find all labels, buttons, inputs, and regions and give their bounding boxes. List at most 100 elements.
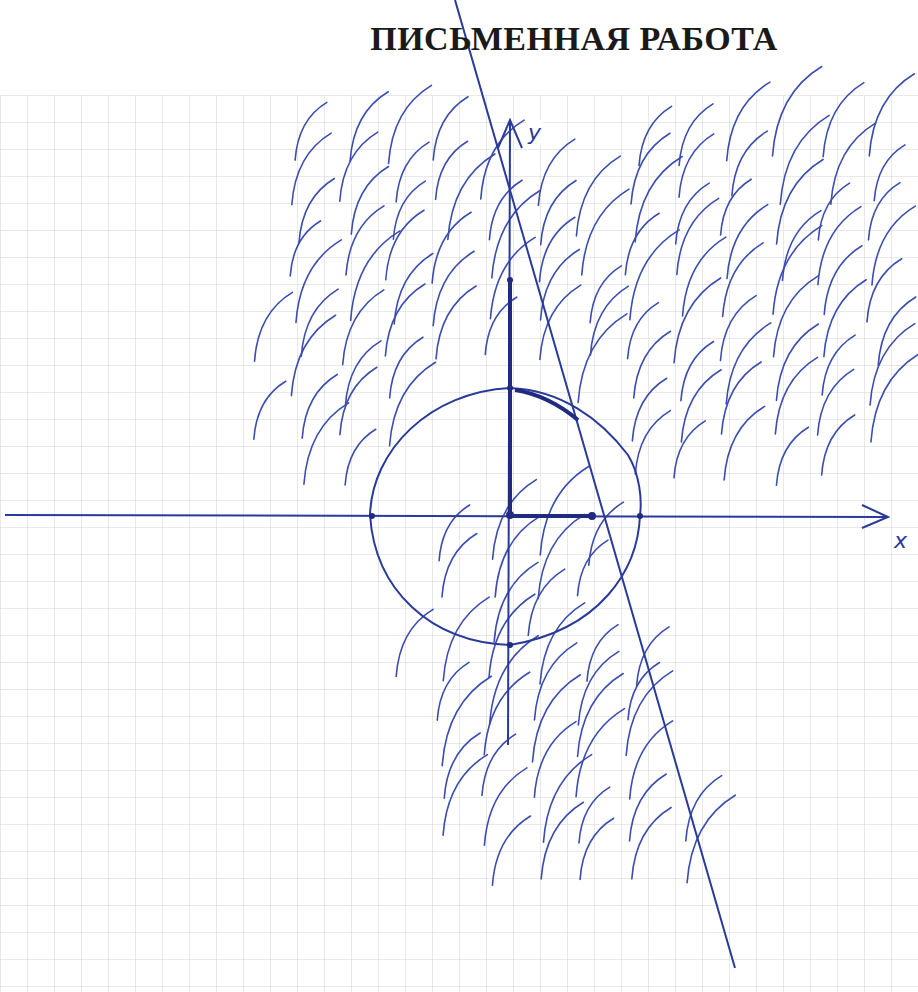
hatching: [254, 67, 918, 886]
hatch-stroke: [628, 303, 659, 359]
hatch-stroke: [292, 133, 331, 204]
hatch-stroke: [540, 603, 585, 684]
hatch-stroke: [538, 139, 575, 205]
thick-segment: [508, 280, 512, 515]
hatch-stroke: [732, 131, 767, 195]
axis-label: y: [526, 120, 543, 145]
hatch-stroke: [635, 411, 670, 475]
x-arrow: [862, 505, 888, 528]
hatch-stroke: [634, 331, 671, 398]
hatch-stroke: [686, 776, 722, 841]
hatch-stroke: [870, 324, 915, 405]
hatch-stroke: [291, 315, 335, 395]
hatch-stroke: [683, 237, 726, 316]
hatch-stroke: [493, 480, 537, 560]
hatch-stroke: [818, 207, 861, 285]
hatch-stroke: [484, 768, 527, 845]
hatch-stroke: [772, 67, 821, 156]
point: [507, 277, 513, 283]
hatch-stroke: [390, 337, 423, 398]
hatch-stroke: [580, 818, 614, 879]
hatch-stroke: [439, 505, 470, 561]
grid-paper: [0, 95, 918, 992]
hatch-stroke: [541, 249, 580, 320]
hatch-stroke: [630, 774, 667, 841]
hatch-stroke: [534, 722, 576, 798]
hatch-stroke: [721, 362, 761, 434]
hatch-stroke: [350, 92, 388, 161]
hatch-stroke: [389, 85, 432, 163]
y-arrow: [498, 120, 522, 148]
hatch-stroke: [433, 251, 474, 325]
hatch-stroke: [576, 709, 624, 797]
hatch-stroke: [687, 795, 735, 883]
axis-label: x: [892, 528, 909, 553]
hatch-stroke: [632, 807, 671, 878]
hatch-stroke: [631, 133, 670, 204]
hatch-stroke: [484, 672, 529, 755]
hatch-stroke: [869, 74, 914, 156]
hatch-stroke: [823, 83, 864, 157]
hatch-stroke: [296, 240, 341, 323]
hatch-stroke: [541, 180, 576, 244]
hatch-stroke: [304, 403, 349, 484]
hatch-stroke: [532, 675, 580, 762]
hatch-stroke: [822, 415, 855, 475]
hatch-stroke: [630, 230, 679, 320]
hatch-stroke: [346, 206, 384, 275]
hatch-stroke: [436, 141, 468, 199]
point: [507, 385, 513, 391]
hatch-stroke: [676, 183, 709, 244]
hatch-stroke: [775, 357, 817, 434]
hatch-stroke: [290, 221, 320, 276]
hatch-stroke: [720, 296, 756, 361]
hatch-stroke: [871, 353, 918, 442]
hatch-stroke: [340, 367, 377, 434]
hatch-stroke: [872, 206, 915, 285]
hatch-stroke: [625, 213, 659, 275]
hatch-stroke: [343, 290, 384, 365]
hatch-stroke: [394, 254, 433, 324]
point: [506, 511, 514, 519]
hatch-stroke: [255, 292, 293, 361]
hatch-stroke: [824, 246, 862, 315]
hatch-stroke: [396, 142, 429, 202]
hatch-stroke: [540, 466, 589, 555]
hatch-stroke: [492, 190, 540, 278]
hatch-stroke: [677, 198, 719, 274]
straight-line: [455, 0, 735, 968]
hatch-stroke: [578, 540, 608, 595]
hatch-stroke: [724, 406, 765, 480]
hatch-stroke: [578, 651, 618, 725]
hatch-stroke: [776, 427, 808, 485]
hatch-stroke: [301, 289, 338, 356]
y-axis: [508, 122, 510, 745]
point: [369, 513, 375, 519]
hatch-stroke: [540, 285, 581, 359]
hatch-stroke: [340, 132, 378, 201]
hatch-stroke: [578, 314, 627, 403]
hatch-stroke: [433, 97, 468, 160]
hatch-stroke: [721, 179, 752, 235]
hatch-stroke: [868, 183, 899, 240]
hatch-stroke: [590, 286, 628, 355]
hatch-stroke: [822, 335, 855, 395]
hatch-stroke: [443, 755, 487, 836]
hatch-stroke: [345, 429, 376, 485]
hatch-stroke: [442, 534, 477, 597]
hatch-stroke: [635, 156, 682, 241]
hatch-stroke: [818, 369, 854, 435]
hatch-stroke: [679, 104, 713, 166]
point: [507, 642, 513, 648]
hatch-stroke: [386, 210, 424, 280]
hatch-stroke: [489, 594, 535, 677]
hatch-stroke: [674, 421, 705, 478]
hatch-stroke: [482, 734, 516, 795]
hatch-stroke: [254, 381, 286, 439]
hatch-stroke: [587, 625, 618, 682]
hatch-stroke: [674, 278, 721, 363]
thick-arc: [515, 390, 578, 420]
hatch-stroke: [773, 226, 822, 315]
hatch-stroke: [626, 671, 673, 756]
